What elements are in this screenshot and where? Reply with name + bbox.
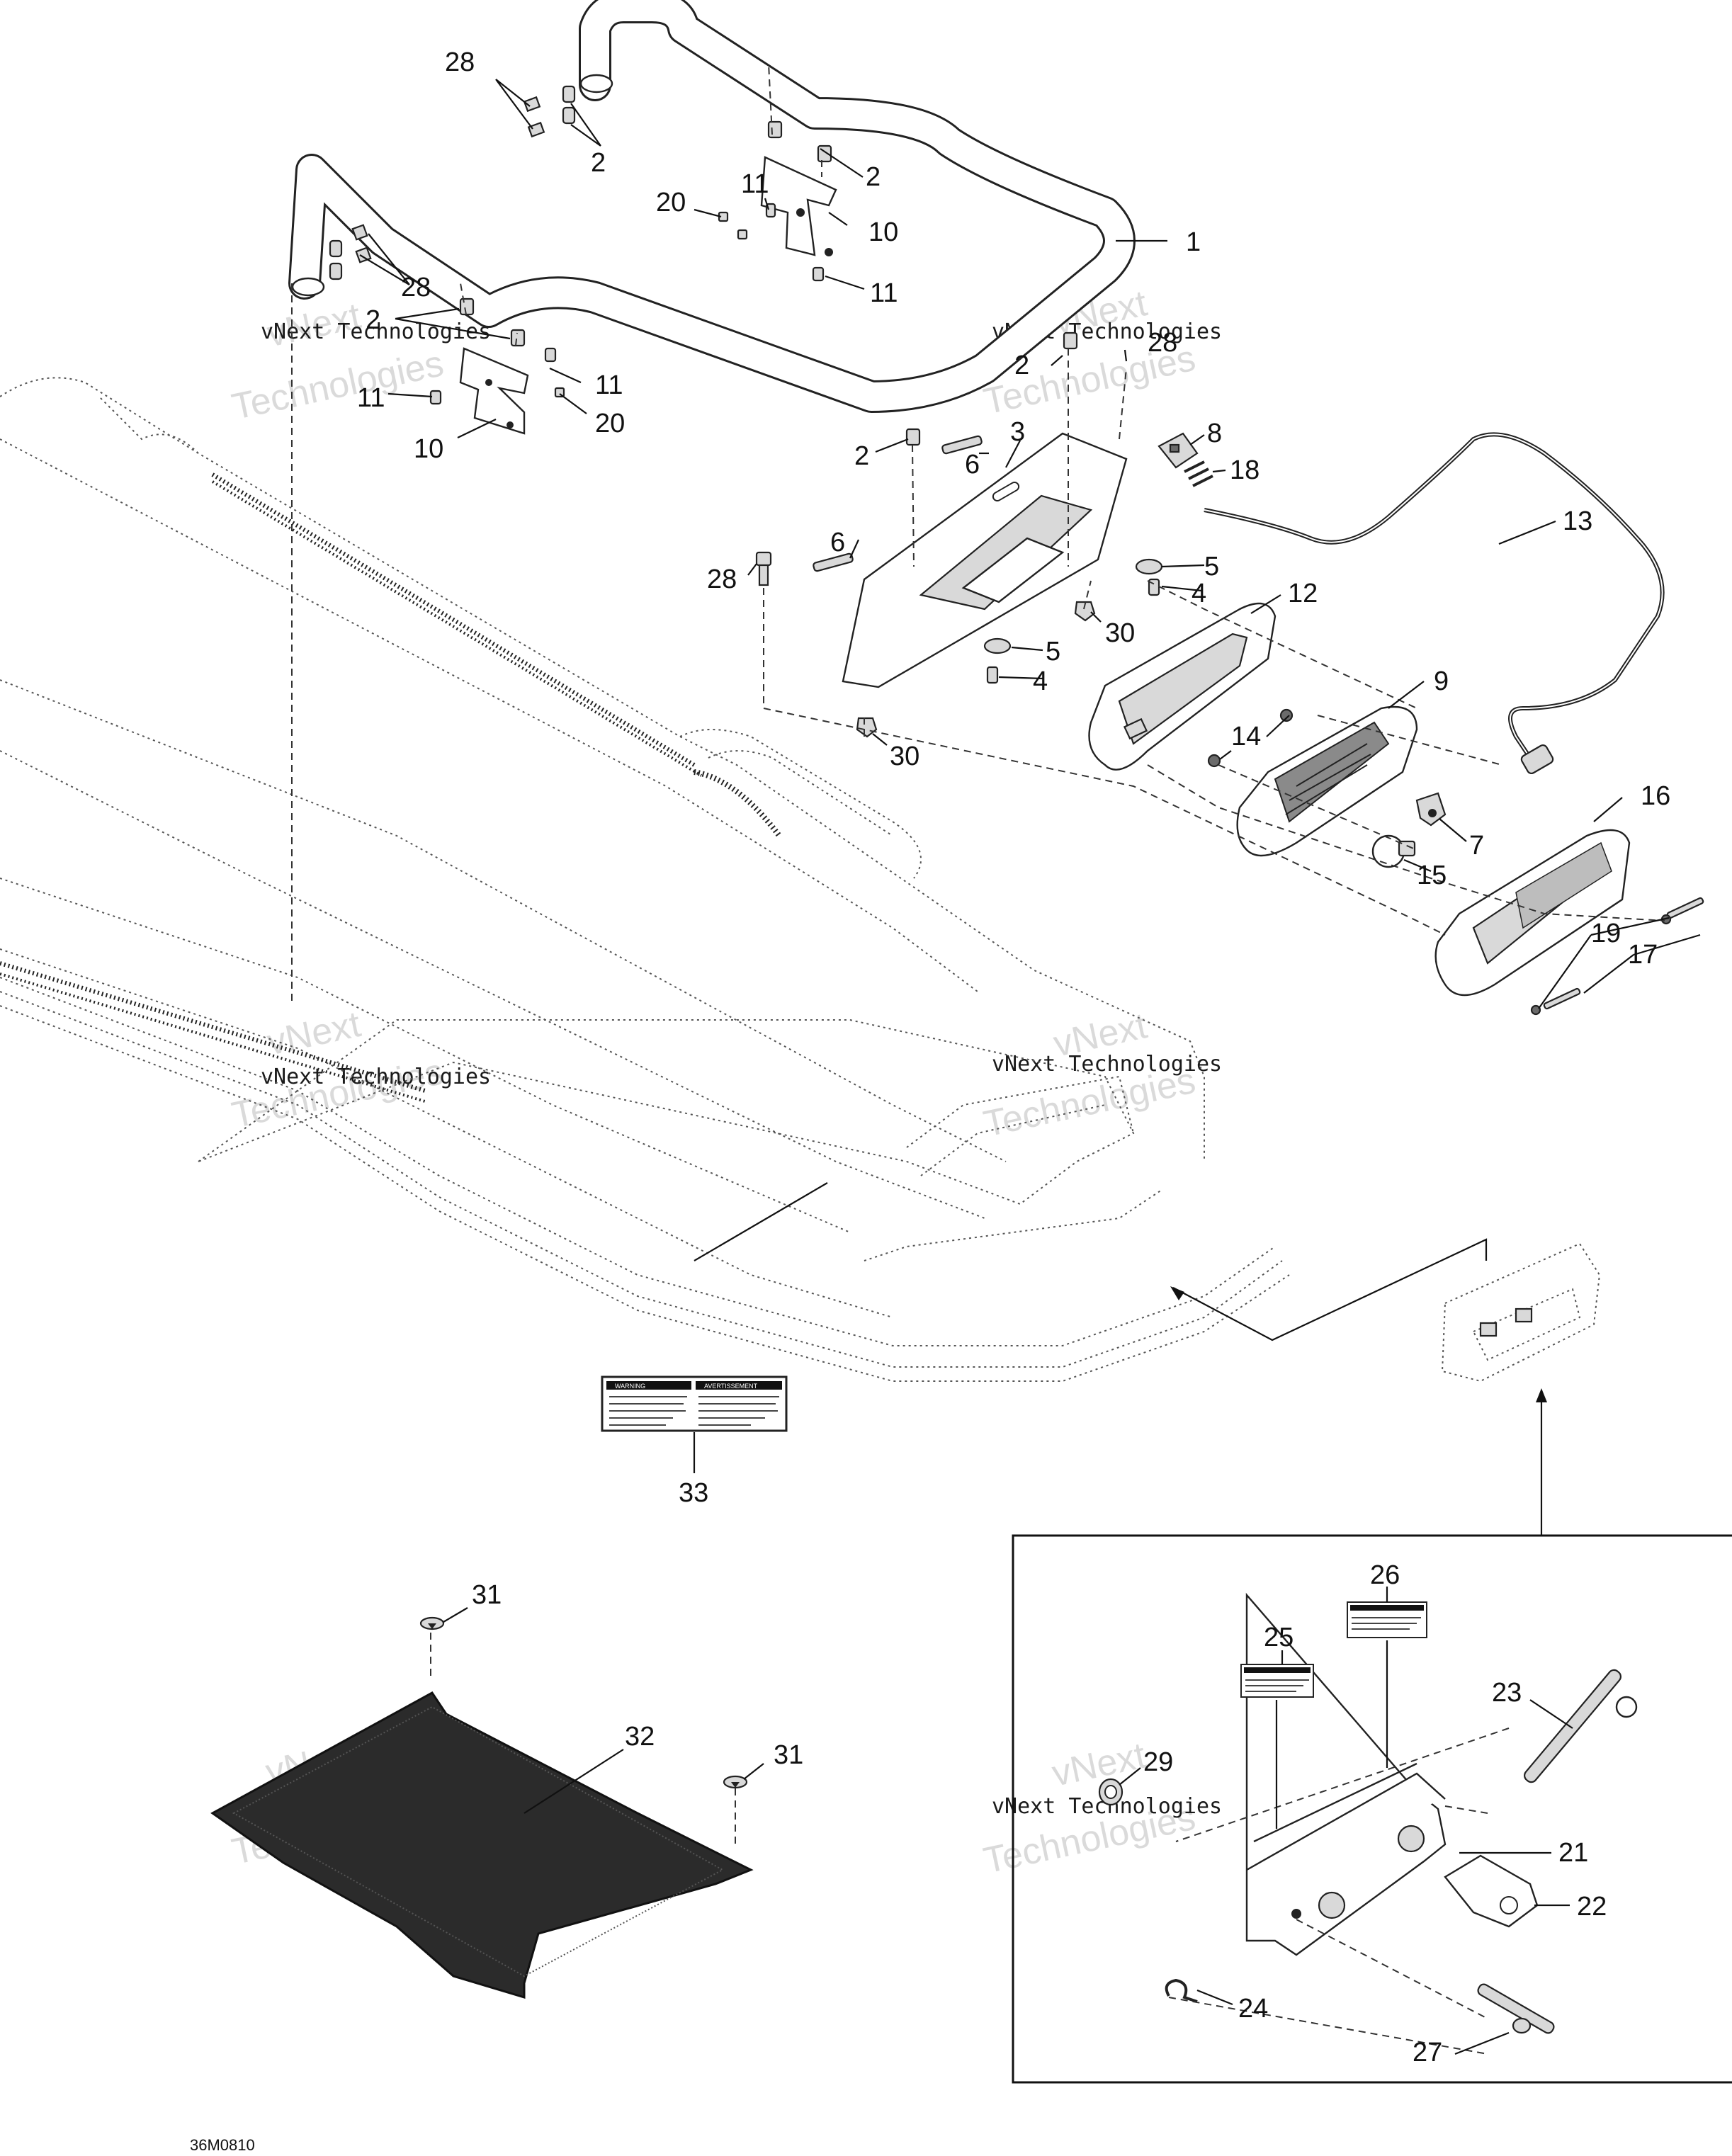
hitch-thumbnail: [1441, 1242, 1601, 1383]
callout-25: 25: [1264, 1623, 1294, 1652]
callout-32: 32: [625, 1722, 655, 1752]
screws-11-20: [429, 203, 825, 405]
watermark-line2: Technologies: [228, 343, 447, 428]
track-edge-stripe: [0, 472, 782, 1103]
screws-6: [813, 435, 983, 572]
leader-lines: [359, 79, 1701, 2055]
taillight-support-part-3: [842, 432, 1128, 688]
callout-12: 12: [1288, 579, 1318, 608]
bracket-part-10-lower: [459, 347, 529, 435]
callout-9: 9: [1434, 666, 1449, 696]
clip-part-24: [1165, 1978, 1198, 2003]
callout-16: 16: [1641, 781, 1670, 811]
callout-11: 11: [595, 370, 623, 400]
callout-6: 6: [830, 528, 845, 557]
watermark-stamp: vNext Technologies: [261, 319, 491, 344]
bulb-socket-part-7: [1415, 792, 1447, 827]
callout-21: 21: [1558, 1838, 1588, 1868]
callout-31: 31: [774, 1740, 803, 1770]
hitch-detail-inset: [1012, 1534, 1732, 2084]
pin-part-27: [1477, 1983, 1555, 2034]
warning-label-part-33: WARNING AVERTISSEMENT: [601, 1375, 788, 1432]
reflector-part-9: [1236, 705, 1418, 857]
callout-22: 22: [1577, 1892, 1607, 1922]
callout-3: 3: [1010, 417, 1025, 447]
callout-11: 11: [741, 169, 769, 199]
grab-handle-part-1: [288, 0, 1136, 413]
callout-28: 28: [707, 564, 737, 594]
label-33-left-title: WARNING: [615, 1383, 645, 1390]
watermark-line1: vNext: [264, 1004, 365, 1063]
rivets-part-31: [419, 1616, 748, 1789]
tunnel-body-dotted: [0, 377, 1290, 1382]
callout-5: 5: [1204, 552, 1219, 581]
light-housing-part-12: [1088, 602, 1277, 771]
callout-labels: 28 2 2 11 20 10 11 1 28 2 11 11 20 10 2 …: [357, 47, 1670, 2067]
callout-4: 4: [1192, 579, 1206, 608]
nuts-30: [856, 601, 1096, 738]
decal-part-26: [1347, 1601, 1427, 1638]
callout-20: 20: [595, 409, 625, 438]
callout-2: 2: [854, 441, 869, 471]
callout-10: 10: [414, 434, 443, 464]
drawing-number: 36M0810: [190, 2136, 255, 2154]
callout-30: 30: [1105, 618, 1135, 648]
callout-15: 15: [1417, 861, 1447, 890]
callout-23: 23: [1492, 1678, 1522, 1708]
callout-19: 19: [1591, 919, 1621, 948]
callout-31: 31: [472, 1580, 502, 1610]
lens-part-16: [1434, 829, 1631, 997]
terminals-part-18: [1184, 460, 1213, 487]
callout-28: 28: [445, 47, 475, 77]
screws-17-washers-19: [1530, 897, 1704, 1016]
wiring-harness-part-13: [1204, 432, 1665, 775]
label-33-right-title: AVERTISSEMENT: [704, 1383, 758, 1390]
callout-30: 30: [890, 742, 919, 771]
callout-1: 1: [1186, 227, 1201, 257]
callout-10: 10: [868, 217, 898, 247]
callout-14: 14: [1231, 722, 1261, 751]
watermark-line1: vNext: [1048, 1735, 1150, 1794]
connector-part-8: [1158, 432, 1199, 469]
callout-5: 5: [1046, 637, 1060, 666]
screw-28-side: [755, 551, 772, 586]
bulb-part-15: [1371, 834, 1416, 868]
callout-11: 11: [870, 278, 898, 308]
callout-28: 28: [1148, 328, 1177, 358]
callout-2: 2: [366, 305, 380, 335]
hitch-plate-part-22: [1444, 1854, 1539, 1928]
callout-7: 7: [1469, 831, 1484, 861]
callout-2: 2: [591, 148, 606, 178]
callout-18: 18: [1230, 455, 1260, 485]
assembly-lines: [291, 63, 1665, 2055]
callout-33: 33: [679, 1478, 708, 1508]
callout-28: 28: [401, 273, 431, 302]
callout-8: 8: [1207, 419, 1222, 448]
callout-17: 17: [1628, 940, 1658, 970]
callout-4: 4: [1033, 666, 1048, 696]
callout-2: 2: [866, 162, 881, 192]
decal-part-25: [1240, 1664, 1314, 1698]
callout-2: 2: [1014, 351, 1029, 380]
fasteners-28-top: [329, 85, 576, 280]
floor-mat-part-32: [210, 1691, 754, 1999]
callout-20: 20: [656, 188, 686, 217]
watermark-stamp: vNext Technologies: [992, 1052, 1222, 1077]
nuts-part-14: [1207, 708, 1294, 768]
hitch-pin-part-23: [1523, 1669, 1638, 1783]
callout-29: 29: [1143, 1747, 1173, 1777]
callout-24: 24: [1238, 1994, 1268, 2024]
callout-11: 11: [357, 383, 385, 413]
callout-27: 27: [1413, 2038, 1442, 2067]
callout-13: 13: [1563, 506, 1592, 536]
callout-26: 26: [1370, 1560, 1400, 1590]
callout-6: 6: [965, 450, 980, 480]
bushing-part-29: [1098, 1778, 1123, 1806]
washers-5-screws-4: [983, 558, 1163, 684]
